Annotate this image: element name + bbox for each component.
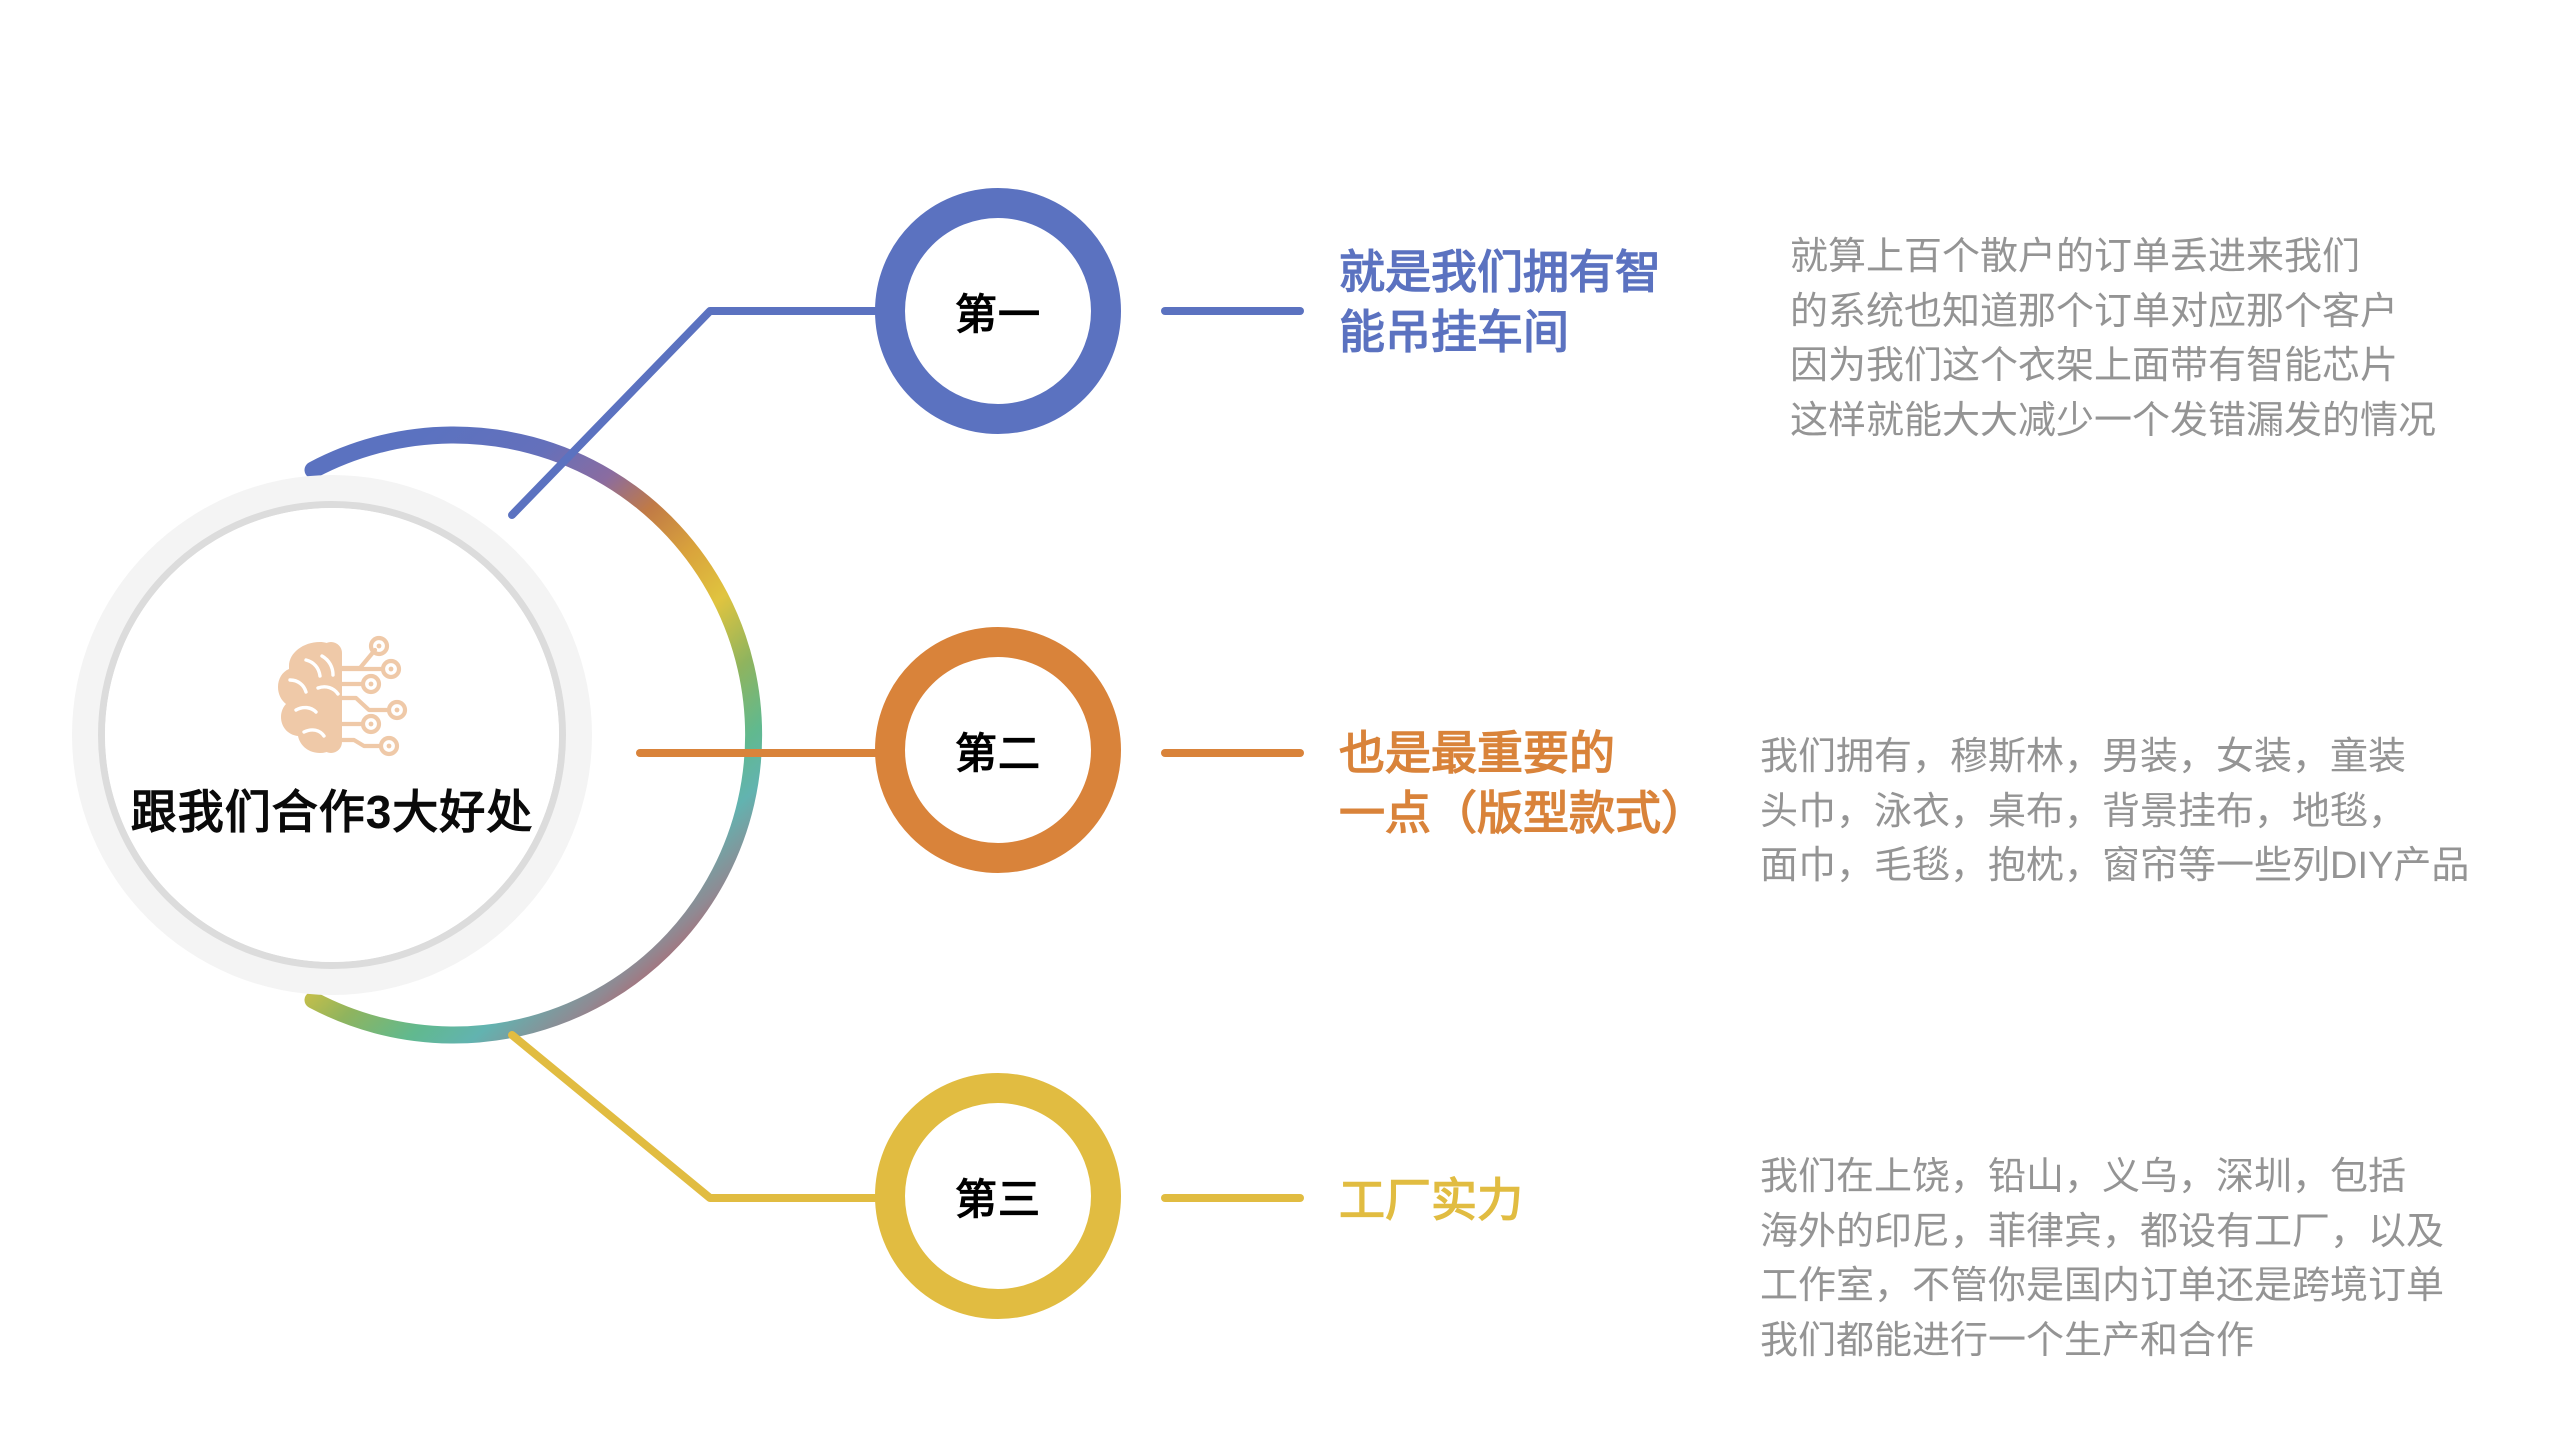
step-heading-second: 也是最重要的 一点（版型款式） — [1339, 727, 1707, 839]
step-heading-third: 工厂实力 — [1339, 1174, 1523, 1226]
central-hub[interactable]: 跟我们合作3大好处 — [72, 475, 592, 995]
step-badge-label: 第三 — [954, 1175, 1041, 1223]
step-badge-label: 第一 — [954, 290, 1041, 338]
step-body-second: 我们拥有，穆斯林，男装，女装，童装 头巾，泳衣，桌布，背景挂布，地毯， 面巾，毛… — [1760, 736, 2470, 888]
step-heading-first: 就是我们拥有智 能吊挂车间 — [1339, 246, 1661, 358]
step-body-first: 就算上百个散户的订单丢进来我们 的系统也知道那个订单对应那个客户 因为我们这个衣… — [1790, 236, 2437, 443]
step-node-second[interactable]: 第二 — [875, 627, 1121, 873]
ai-brain-icon — [278, 635, 408, 757]
step-badge-label: 第二 — [954, 729, 1041, 777]
connector-line-step-3 — [508, 1031, 879, 1202]
step-node-first[interactable]: 第一 — [875, 188, 1121, 434]
hub-inner: 跟我们合作3大好处 — [105, 508, 559, 962]
hub-title: 跟我们合作3大好处 — [130, 786, 534, 838]
step-node-third[interactable]: 第三 — [875, 1073, 1121, 1319]
step-body-third: 我们在上饶，铅山，义乌，深圳，包括 海外的印尼，菲律宾，都设有工厂，以及 工作室… — [1760, 1156, 2445, 1363]
